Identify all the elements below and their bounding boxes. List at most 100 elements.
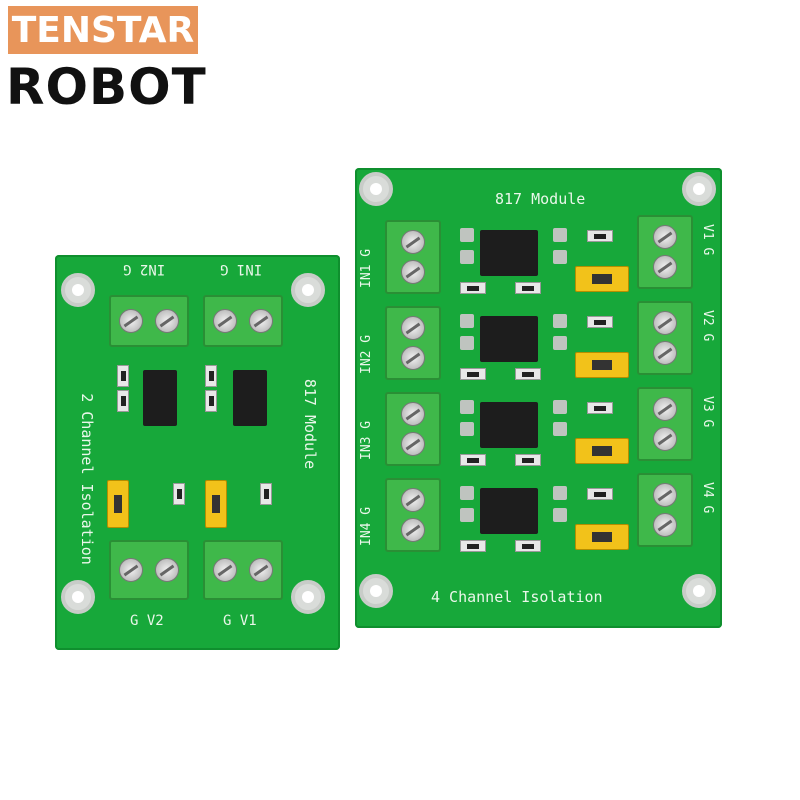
output-label: V4 G	[700, 482, 715, 514]
resistor	[587, 230, 613, 242]
chip-pad	[553, 508, 567, 522]
screw-icon	[401, 260, 425, 284]
optocoupler-chip	[480, 402, 538, 448]
terminal-block	[385, 306, 441, 380]
side-label-channel: 2 Channel Isolation	[77, 393, 96, 565]
resistor	[117, 390, 129, 412]
screw-icon	[401, 346, 425, 370]
chip-pad	[460, 336, 474, 350]
terminal-block	[109, 540, 189, 600]
chip-pad	[460, 228, 474, 242]
logo-tenstar: TENSTAR	[8, 6, 198, 54]
chip-pad	[553, 314, 567, 328]
chip-pad	[553, 422, 567, 436]
screw-icon	[401, 402, 425, 426]
screw-icon	[653, 483, 677, 507]
output-label: V3 G	[700, 396, 715, 428]
resistor	[205, 365, 217, 387]
terminal-block	[385, 478, 441, 552]
mounting-hole	[61, 580, 95, 614]
screw-icon	[119, 309, 143, 333]
screw-icon	[213, 309, 237, 333]
mounting-hole	[61, 273, 95, 307]
screw-icon	[401, 488, 425, 512]
jumper	[575, 524, 629, 550]
chip-pad	[460, 486, 474, 500]
screw-icon	[119, 558, 143, 582]
chip-pad	[460, 400, 474, 414]
input-label: IN4 G	[359, 506, 374, 546]
input-label: IN3 G	[359, 420, 374, 460]
screw-icon	[401, 518, 425, 542]
jumper	[205, 480, 227, 528]
jumper	[575, 352, 629, 378]
screw-icon	[401, 230, 425, 254]
mounting-hole	[291, 580, 325, 614]
terminal-block	[109, 295, 189, 347]
optocoupler-chip	[143, 370, 177, 426]
logo-robot: ROBOT	[6, 58, 207, 116]
screw-icon	[653, 225, 677, 249]
mounting-hole	[682, 172, 716, 206]
terminal-block	[385, 220, 441, 294]
resistor	[460, 454, 486, 466]
input-label: IN1 G	[359, 248, 374, 288]
chip-pad	[553, 250, 567, 264]
terminal-block	[637, 473, 693, 547]
screw-icon	[653, 513, 677, 537]
input-label: IN2 G	[359, 334, 374, 374]
terminal-block	[203, 295, 283, 347]
chip-pad	[553, 486, 567, 500]
chip-pad	[553, 336, 567, 350]
terminal-block	[203, 540, 283, 600]
optocoupler-chip	[233, 370, 267, 426]
screw-icon	[401, 316, 425, 340]
mounting-hole	[359, 574, 393, 608]
chip-pad	[553, 400, 567, 414]
optocoupler-chip	[480, 316, 538, 362]
resistor	[117, 365, 129, 387]
resistor	[587, 488, 613, 500]
chip-pad	[460, 314, 474, 328]
screw-icon	[249, 309, 273, 333]
terminal-block	[385, 392, 441, 466]
terminal-block	[637, 387, 693, 461]
resistor	[587, 316, 613, 328]
jumper	[575, 266, 629, 292]
screw-icon	[401, 432, 425, 456]
chip-pad	[460, 508, 474, 522]
resistor	[515, 282, 541, 294]
output-label: V1 G	[700, 224, 715, 256]
resistor	[515, 368, 541, 380]
board-bottom-label: 4 Channel Isolation	[431, 588, 603, 606]
screw-icon	[213, 558, 237, 582]
side-label-module: 817 Module	[301, 378, 320, 470]
optocoupler-chip	[480, 488, 538, 534]
screw-icon	[155, 309, 179, 333]
chip-pad	[553, 228, 567, 242]
resistor	[460, 282, 486, 294]
output-label: V2 G	[700, 310, 715, 342]
chip-pad	[460, 250, 474, 264]
top-label-in2: IN2 G	[123, 261, 166, 277]
resistor	[515, 454, 541, 466]
four-channel-board: 817 Module 4 Channel Isolation IN1 G V1 G…	[355, 168, 722, 628]
bottom-label-v1: G V1	[223, 613, 257, 629]
board-title: 817 Module	[495, 190, 586, 208]
jumper	[575, 438, 629, 464]
mounting-hole	[291, 273, 325, 307]
resistor	[260, 483, 272, 505]
terminal-block	[637, 215, 693, 289]
resistor	[587, 402, 613, 414]
chip-pad	[460, 422, 474, 436]
screw-icon	[653, 311, 677, 335]
screw-icon	[155, 558, 179, 582]
mounting-hole	[359, 172, 393, 206]
optocoupler-chip	[480, 230, 538, 276]
resistor	[460, 540, 486, 552]
two-channel-board: IN2 G IN1 G 2 Channel Isolation 817 Modu…	[55, 255, 340, 650]
screw-icon	[653, 255, 677, 279]
screw-icon	[653, 397, 677, 421]
jumper	[107, 480, 129, 528]
top-label-in1: IN1 G	[220, 261, 263, 277]
